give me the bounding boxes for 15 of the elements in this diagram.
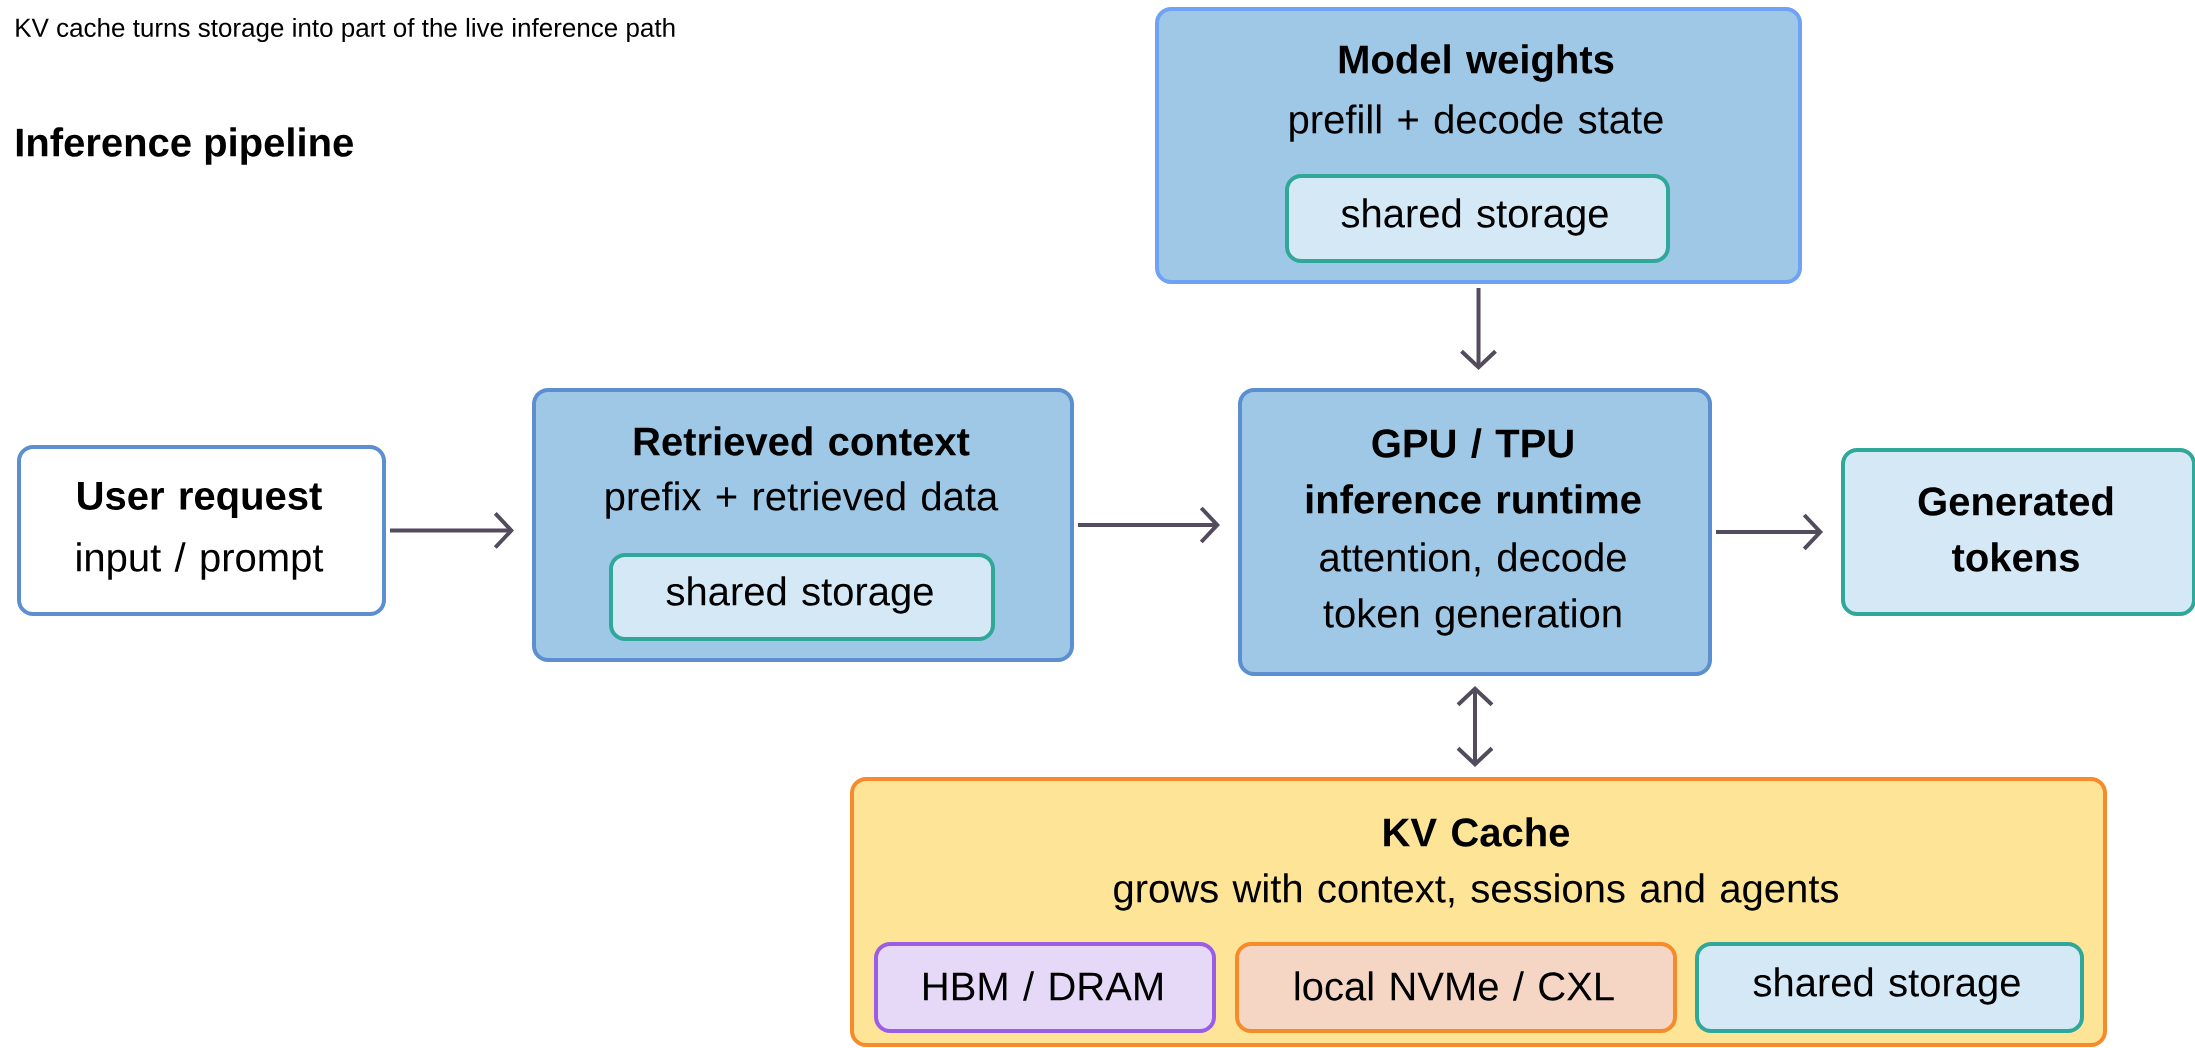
arrow [1078,506,1220,544]
arrow [1716,513,1823,551]
arrow [390,512,514,549]
input-box: User request input / prompt [17,445,386,616]
storage-tag: shared storage [1695,942,2084,1033]
storage-tag: shared storage [609,553,995,641]
arrow [1460,288,1497,370]
storage-tag: local NVMe / CXL [1235,942,1677,1033]
storage-tag: HBM / DRAM [874,942,1216,1033]
process-box: GPU / TPU inference runtime attention, decode token generation [1238,388,1712,676]
title-text: KV cache turns storage into part of the live inference path [16,17,675,43]
storage-tag: shared storage [1285,174,1670,263]
output-box: Generated tokens [1841,448,2195,616]
section-heading: Inference pipeline [16,127,353,165]
arrow [1456,686,1494,767]
